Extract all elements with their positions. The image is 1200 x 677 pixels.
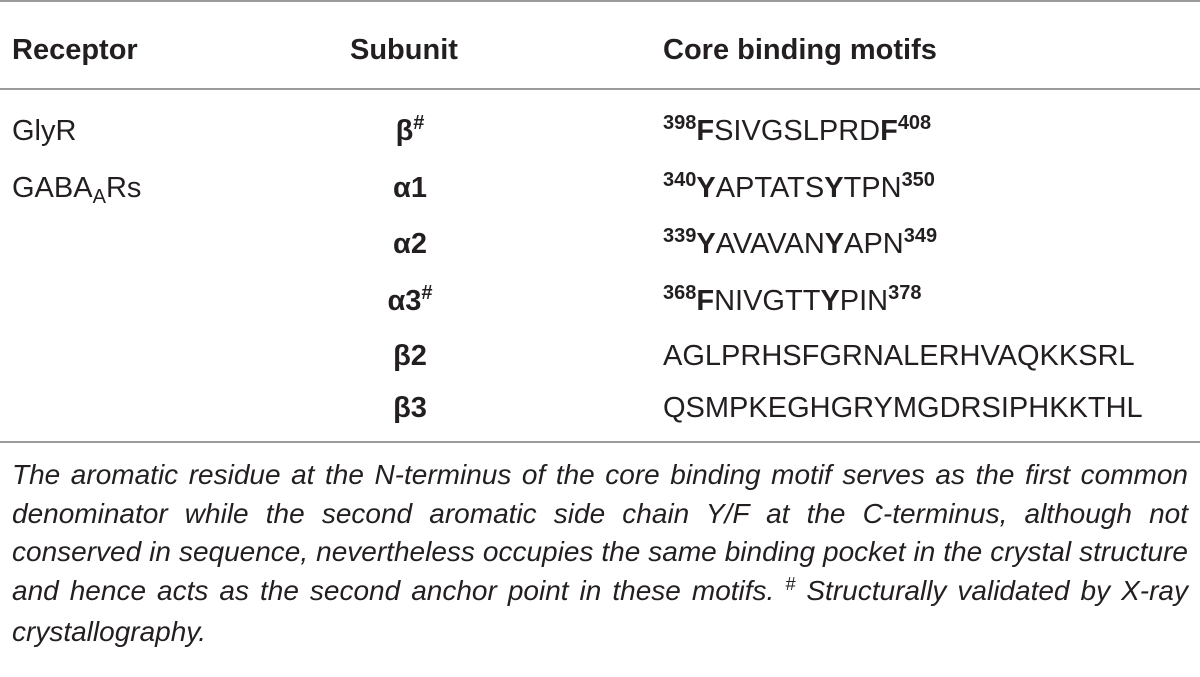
- header-receptor: Receptor: [12, 34, 138, 66]
- subunit-alpha2: α2: [393, 228, 427, 260]
- motif-beta2: AGLPRHSFGRNALERHVAQKKSRL: [663, 340, 1135, 372]
- table-footnote: The aromatic residue at the N-terminus o…: [12, 459, 1188, 647]
- header-core-binding-motifs: Core binding motifs: [663, 34, 937, 66]
- subunit-alpha3: α3#: [387, 282, 433, 317]
- table-top-rule: [0, 0, 1200, 2]
- header-divider-rule: [0, 88, 1200, 90]
- subunit-beta3: β3: [393, 392, 427, 424]
- subunit-alpha1: α1: [393, 172, 427, 204]
- motif-alpha3: 368FNIVGTTYPIN378: [663, 282, 922, 317]
- subunit-beta: β#: [395, 112, 425, 147]
- motif-beta3: QSMPKEGHGRYMGDRSIPHKKTHL: [663, 392, 1143, 424]
- subunit-beta2: β2: [393, 340, 427, 372]
- table-bottom-rule: [0, 441, 1200, 443]
- receptor-glyr: GlyR: [12, 115, 77, 147]
- motif-alpha1: 340YAPTATSYTPN350: [663, 169, 935, 204]
- receptor-gabaa: GABAARs: [12, 172, 142, 208]
- motif-glyr-beta: 398FSIVGSLPRDF408: [663, 112, 932, 147]
- header-subunit: Subunit: [350, 34, 458, 66]
- motif-alpha2: 339YAVAVANYAPN349: [663, 225, 938, 260]
